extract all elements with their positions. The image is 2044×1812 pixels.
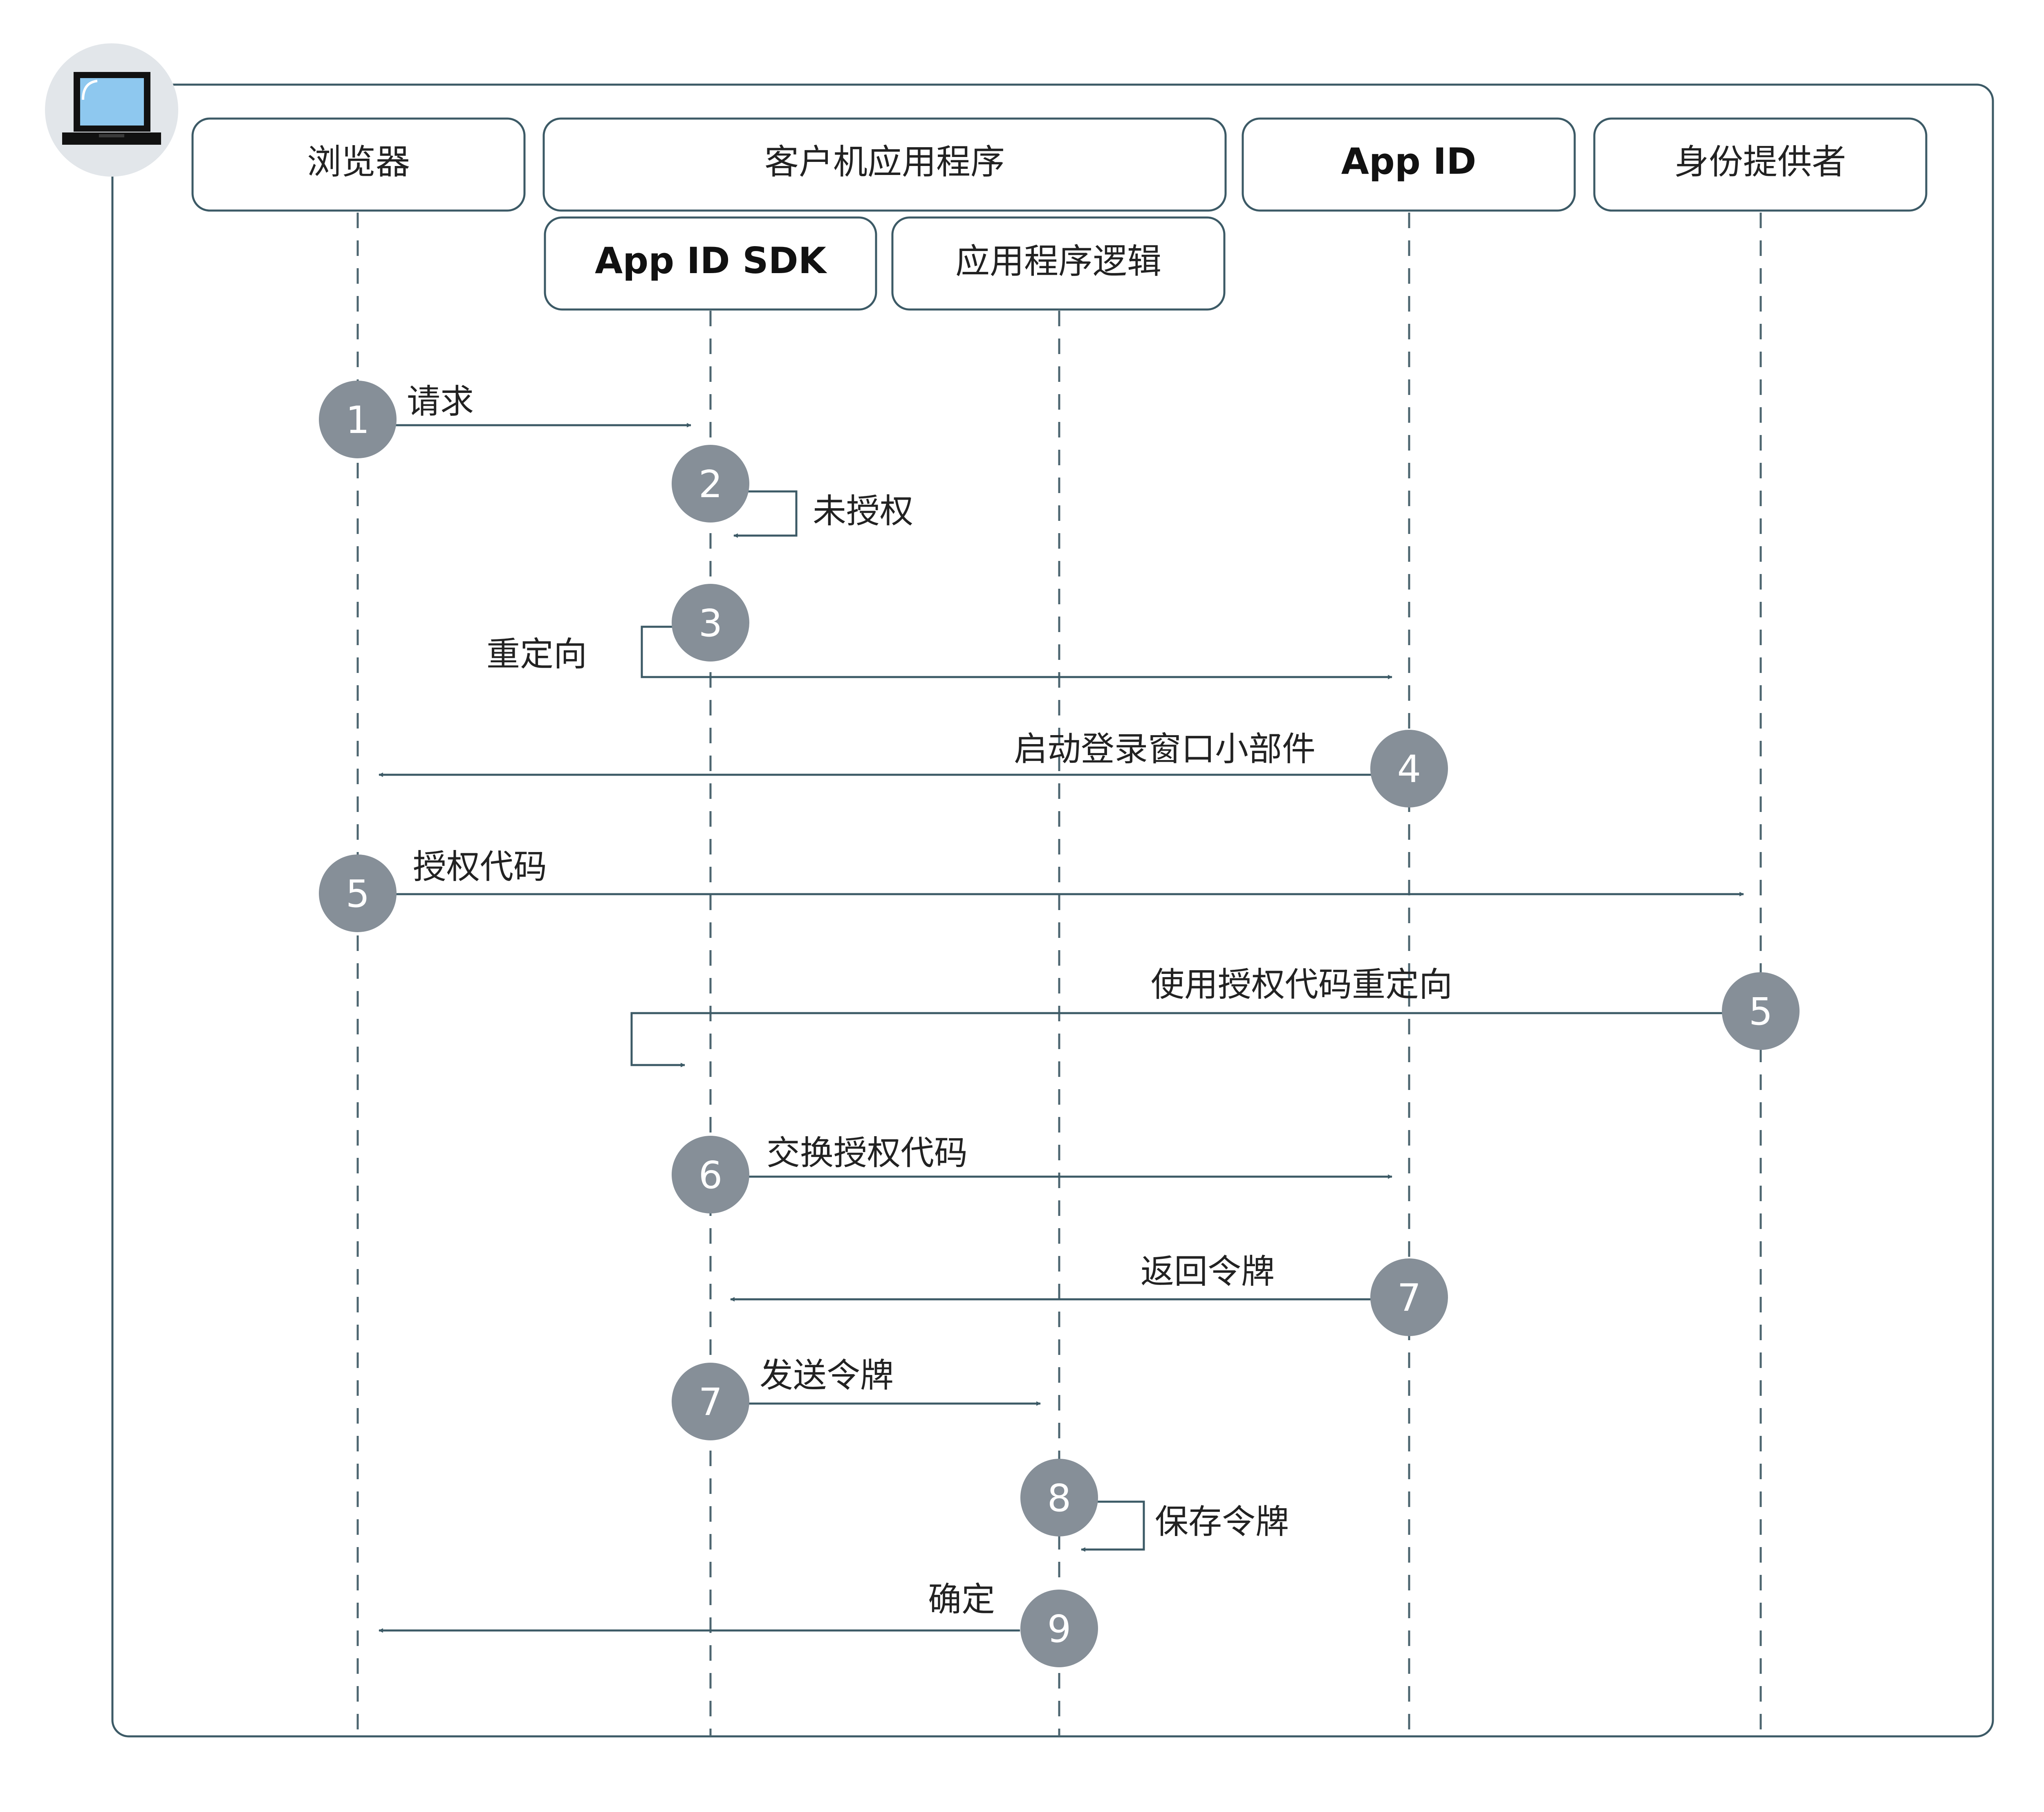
step-number: 3 — [699, 601, 723, 645]
step-number: 9 — [1047, 1607, 1071, 1651]
step-number: 5 — [346, 872, 370, 916]
arrow-step-2 — [733, 490, 798, 538]
participant-headers — [191, 117, 1927, 311]
step-number: 4 — [1397, 747, 1421, 791]
header-identity-provider: 身份提供者 — [1674, 142, 1846, 182]
label-step-3: 重定向 — [486, 635, 587, 674]
header-app-id: App ID — [1341, 140, 1477, 182]
label-step-6: 交换授权代码 — [766, 1134, 968, 1173]
step-5b: 5 — [1722, 972, 1800, 1050]
header-browser: 浏览器 — [307, 142, 410, 182]
arrow-step-3 — [641, 626, 1393, 680]
step-number: 5 — [1749, 990, 1773, 1034]
step-number: 8 — [1047, 1476, 1071, 1520]
label-step-7b: 发送令牌 — [760, 1356, 894, 1395]
step-number: 2 — [699, 462, 723, 506]
arrow-step-5b — [630, 1012, 1723, 1067]
arrow-step-8 — [1080, 1500, 1145, 1552]
label-step-4: 启动登录窗口小部件 — [1014, 730, 1316, 769]
header-app-logic: 应用程序逻辑 — [955, 241, 1161, 281]
laptop-icon — [45, 43, 178, 177]
participant-header-labels: 浏览器 客户机应用程序 App ID 身份提供者 App ID SDK 应用程序… — [307, 140, 1846, 282]
label-step-7a: 返回令牌 — [1141, 1252, 1275, 1291]
label-step-5b: 使用授权代码重定向 — [1151, 965, 1452, 1004]
label-step-8: 保存令牌 — [1155, 1503, 1289, 1541]
step-6: 6 — [672, 1136, 749, 1213]
header-identity-provider-box — [1593, 117, 1927, 212]
label-step-5a: 授权代码 — [413, 848, 547, 886]
step-circles: 1 2 3 4 5 5 6 7 — [319, 381, 1800, 1667]
step-8: 8 — [1020, 1459, 1098, 1536]
step-5a: 5 — [319, 854, 397, 932]
header-app-id-box — [1242, 117, 1576, 212]
step-7a: 7 — [1370, 1258, 1448, 1336]
header-sdk: App ID SDK — [595, 240, 827, 282]
header-client-app: 客户机应用程序 — [764, 142, 1005, 182]
label-step-2: 未授权 — [813, 492, 913, 531]
step-2: 2 — [672, 445, 749, 523]
label-step-1: 请求 — [407, 382, 474, 421]
diagram-frame — [111, 83, 1994, 1738]
header-browser-box — [191, 117, 526, 212]
header-client-app-box — [542, 117, 1227, 212]
step-1: 1 — [319, 381, 397, 458]
step-number: 6 — [699, 1153, 723, 1197]
header-sdk-box — [544, 216, 877, 311]
step-4: 4 — [1370, 730, 1448, 807]
step-number: 1 — [346, 398, 370, 442]
step-7b: 7 — [672, 1363, 749, 1440]
label-step-9: 确定 — [928, 1580, 995, 1619]
step-9: 9 — [1020, 1590, 1098, 1667]
message-labels: 请求 未授权 重定向 启动登录窗口小部件 授权代码 使用授权代码重定向 交换授权… — [407, 382, 1452, 1619]
step-number: 7 — [699, 1380, 723, 1424]
header-app-logic-box — [891, 216, 1226, 311]
step-3: 3 — [672, 584, 749, 662]
step-number: 7 — [1397, 1276, 1421, 1320]
message-arrows — [378, 423, 1744, 1633]
